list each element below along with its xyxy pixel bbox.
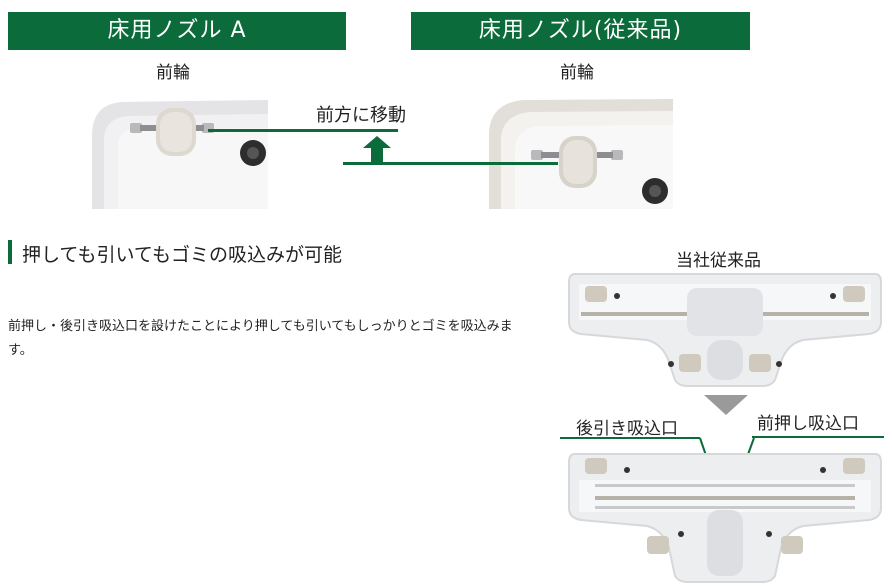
section-accent-bar xyxy=(8,240,12,264)
new-nozzle-underside-photo xyxy=(567,450,883,584)
front-inlet-underline xyxy=(752,436,884,438)
nozzle-conventional-wheel-photo xyxy=(487,96,673,209)
front-push-inlet-caption: 前押し吸込口 xyxy=(757,414,859,434)
conventional-nozzle-underside-photo xyxy=(567,270,883,388)
nozzle-a-banner: 床用ノズル A xyxy=(8,12,346,50)
back-inlet-underline xyxy=(560,437,700,439)
section-title: 押しても引いてもゴミの吸込みが可能 xyxy=(22,244,342,266)
nozzle-conventional-banner: 床用ノズル(従来品) xyxy=(411,12,750,50)
down-arrow-icon xyxy=(704,395,748,415)
wheel-b-guide-line xyxy=(343,162,558,165)
front-wheel-label-a: 前輪 xyxy=(156,63,190,83)
section-description: 前押し・後引き吸込口を設けたことにより押しても引いてもしっかりとゴミを吸込みます… xyxy=(8,319,513,358)
wheel-a-guide-line xyxy=(208,129,398,132)
conventional-product-caption: 当社従来品 xyxy=(676,251,761,271)
move-forward-label: 前方に移動 xyxy=(316,105,406,126)
nozzle-a-wheel-photo xyxy=(90,96,268,209)
back-pull-inlet-caption: 後引き吸込口 xyxy=(576,419,678,439)
forward-arrow-icon xyxy=(363,136,391,162)
front-wheel-label-b: 前輪 xyxy=(560,63,594,83)
